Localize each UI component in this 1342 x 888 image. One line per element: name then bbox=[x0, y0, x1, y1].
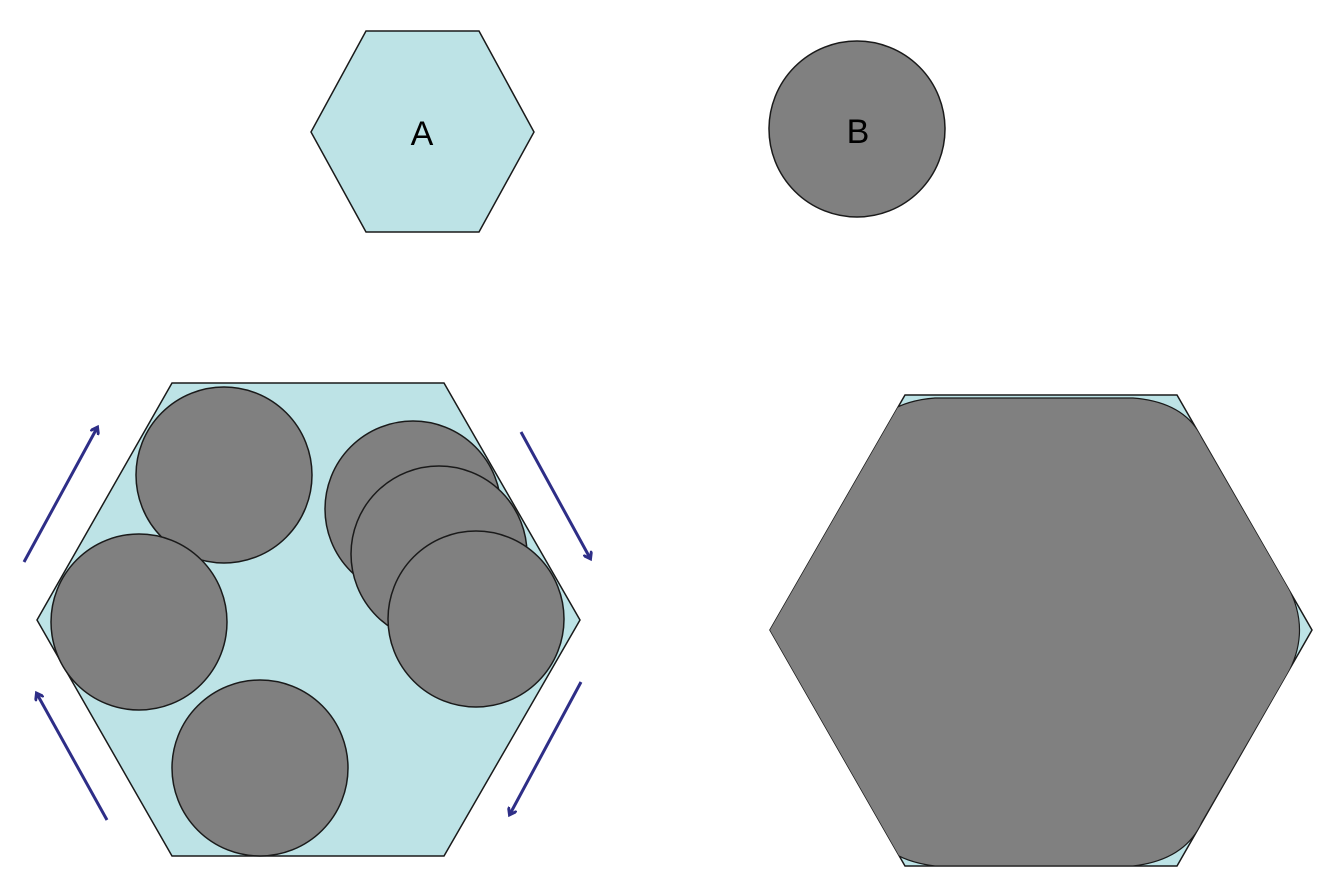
circle-right-stack-3 bbox=[387, 530, 565, 708]
circle-left bbox=[50, 533, 228, 711]
shape-a-hexagon bbox=[310, 30, 535, 233]
rotating-circles-group bbox=[22, 382, 590, 857]
shape-a-label: A bbox=[411, 115, 434, 153]
circle-bottom bbox=[171, 679, 349, 857]
shape-a-group: A bbox=[310, 30, 535, 233]
circle-top-left bbox=[135, 386, 313, 564]
rounded-fill-shape bbox=[770, 397, 1301, 866]
filled-hexagon-group bbox=[769, 394, 1313, 867]
shape-b-label: B bbox=[847, 113, 870, 151]
shape-b-group: B bbox=[768, 40, 946, 218]
arrow-up-left-top bbox=[22, 428, 97, 563]
arrow-down-left-bottom bbox=[510, 681, 583, 814]
arrow-down-right-top bbox=[519, 431, 590, 558]
shape-b-circle bbox=[768, 40, 946, 218]
arrow-up-left-bottom bbox=[37, 694, 109, 821]
